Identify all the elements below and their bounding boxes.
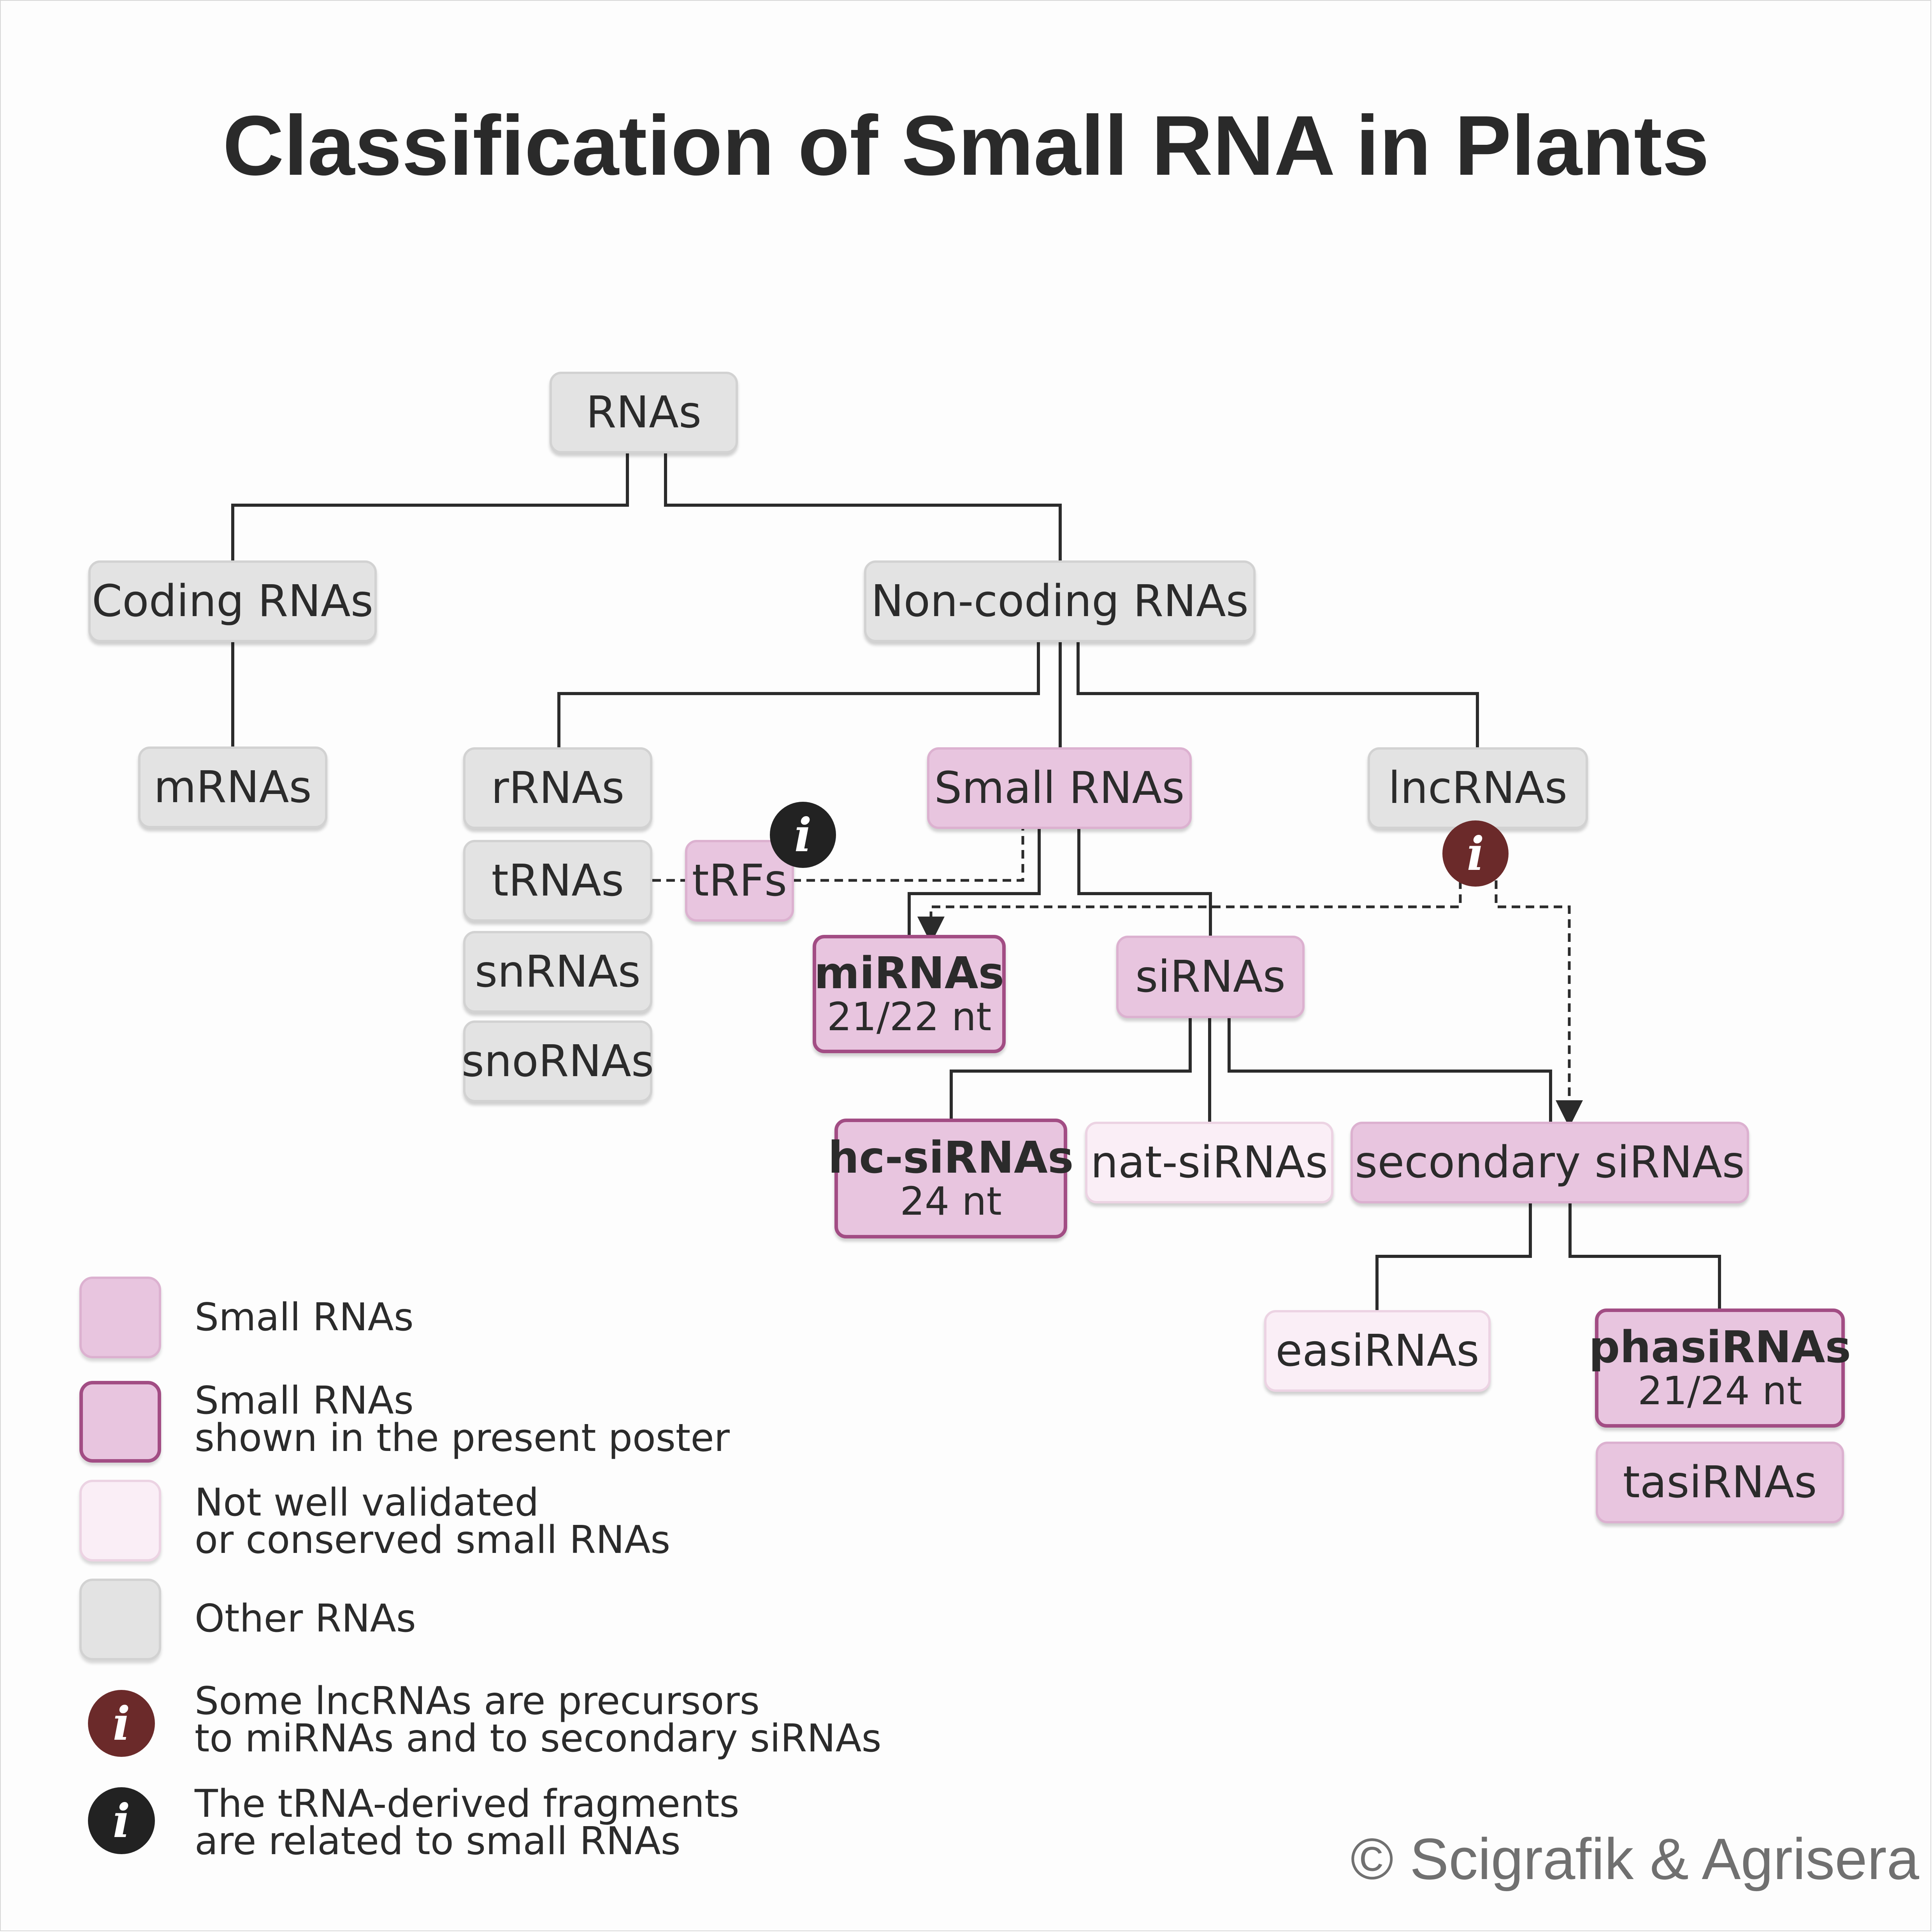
legend-shown-line2: shown in the present poster (195, 1416, 730, 1460)
legend-small-label: Small RNAs (195, 1295, 414, 1340)
legend-lnc-line1: Some lncRNAs are precursors (195, 1679, 760, 1723)
edge-noncoding-rrnas (557, 640, 1040, 747)
legend-weak-line2: or conserved small RNAs (195, 1518, 671, 1562)
trna-info-icon: i (770, 802, 836, 868)
node-mrnas-label: mRNAs (154, 762, 312, 813)
node-rrnas-label: rRNAs (491, 763, 625, 813)
node-small-label: Small RNAs (934, 763, 1185, 813)
node-lncrnas-label: lncRNAs (1388, 763, 1568, 813)
node-trfs-label: tRFs (692, 855, 787, 906)
node-sirnas-label: siRNAs (1135, 952, 1286, 1002)
node-trnas: tRNAs (463, 840, 652, 922)
node-rnas-label: RNAs (586, 387, 702, 438)
node-mirnas: miRNAs 21/22 nt (813, 935, 1006, 1053)
node-rrnas: rRNAs (463, 747, 652, 829)
legend-swatch-weak (79, 1480, 161, 1561)
node-snornas: snoRNAs (461, 1020, 654, 1102)
node-phasirnas-length: 21/24 nt (1637, 1368, 1802, 1414)
node-snrnas-label: snRNAs (475, 947, 641, 997)
node-coding-rnas: Coding RNAs (88, 560, 377, 642)
trna-info-glyph: i (794, 808, 812, 862)
edge-secondary-phasi (1568, 1203, 1721, 1310)
node-noncoding-label: Non-coding RNAs (871, 576, 1249, 627)
node-secondary-sirnas: secondary siRNAs (1351, 1122, 1749, 1203)
node-trnas-label: tRNAs (491, 855, 624, 906)
edge-small-sirnas (1077, 828, 1212, 937)
legend-swatch-other (79, 1579, 161, 1660)
node-tasirnas-label: tasiRNAs (1623, 1457, 1817, 1508)
node-sirnas: siRNAs (1116, 936, 1305, 1018)
edge-rnas-coding (231, 451, 629, 560)
edge-rnas-noncoding (664, 451, 1062, 560)
legend-weak-line1: Not well validated (195, 1481, 539, 1525)
node-lncrnas: lncRNAs (1368, 747, 1588, 829)
node-nat-sirnas-label: nat-siRNAs (1091, 1137, 1328, 1188)
dashed-lnc-secondary (1495, 880, 1583, 1128)
legend-lnc-line2: to miRNAs and to secondary siRNAs (195, 1716, 882, 1761)
node-easirnas: easiRNAs (1264, 1310, 1491, 1392)
edge-secondary-easi (1375, 1203, 1532, 1310)
node-mirnas-length: 21/22 nt (827, 994, 992, 1040)
legend-trna-info-glyph: i (112, 1793, 130, 1848)
node-secondary-label: secondary siRNAs (1354, 1137, 1745, 1188)
legend-other-label: Other RNAs (195, 1597, 416, 1641)
dashed-lnc-mirnas (917, 880, 1462, 944)
poster-title: Classification of Small RNA in Plants (223, 98, 1709, 193)
legend-shown-line1: Small RNAs (195, 1379, 414, 1423)
edge-sirnas-secondary (1228, 1017, 1552, 1122)
node-mirnas-label: miRNAs (814, 948, 1005, 999)
node-small-rnas: Small RNAs (927, 747, 1192, 829)
node-phasirnas-label: phasiRNAs (1589, 1322, 1851, 1373)
node-mrnas: mRNAs (138, 746, 327, 828)
legend-lncrna-info-glyph: i (112, 1696, 130, 1751)
node-hc-sirnas-length: 24 nt (900, 1179, 1002, 1224)
legend-swatch-shown (79, 1381, 161, 1463)
node-rnas: RNAs (550, 372, 738, 453)
node-phasirnas: phasiRNAs 21/24 nt (1589, 1308, 1851, 1428)
edge-small-mirnas (908, 828, 1041, 937)
legend-lncrna-info-icon: i (88, 1690, 155, 1757)
legend-swatch-small (79, 1277, 161, 1358)
legend-trna-line1: The tRNA-derived fragments (195, 1782, 739, 1826)
legend-trna-line2: are related to small RNAs (195, 1819, 681, 1864)
node-easirnas-label: easiRNAs (1275, 1326, 1479, 1376)
node-hc-sirnas-label: hc-siRNAs (828, 1133, 1074, 1183)
node-coding-label: Coding RNAs (91, 576, 374, 627)
node-snornas-label: snoRNAs (461, 1036, 654, 1087)
node-hc-sirnas: hc-siRNAs 24 nt (828, 1119, 1074, 1238)
lncrna-info-icon: i (1442, 820, 1509, 887)
lncrna-info-glyph: i (1467, 826, 1484, 881)
node-nat-sirnas: nat-siRNAs (1085, 1122, 1333, 1203)
node-tasirnas: tasiRNAs (1596, 1442, 1844, 1523)
node-noncoding-rnas: Non-coding RNAs (864, 560, 1256, 642)
edge-sirnas-hc (950, 1017, 1192, 1120)
legend-trna-info-icon: i (88, 1787, 155, 1854)
copyright-notice: © Scigrafik & Agrisera (1351, 1826, 1920, 1892)
node-snrnas: snRNAs (463, 931, 652, 1013)
edge-noncoding-lncrnas (1077, 640, 1479, 747)
dashed-trfs-small (792, 828, 1024, 882)
